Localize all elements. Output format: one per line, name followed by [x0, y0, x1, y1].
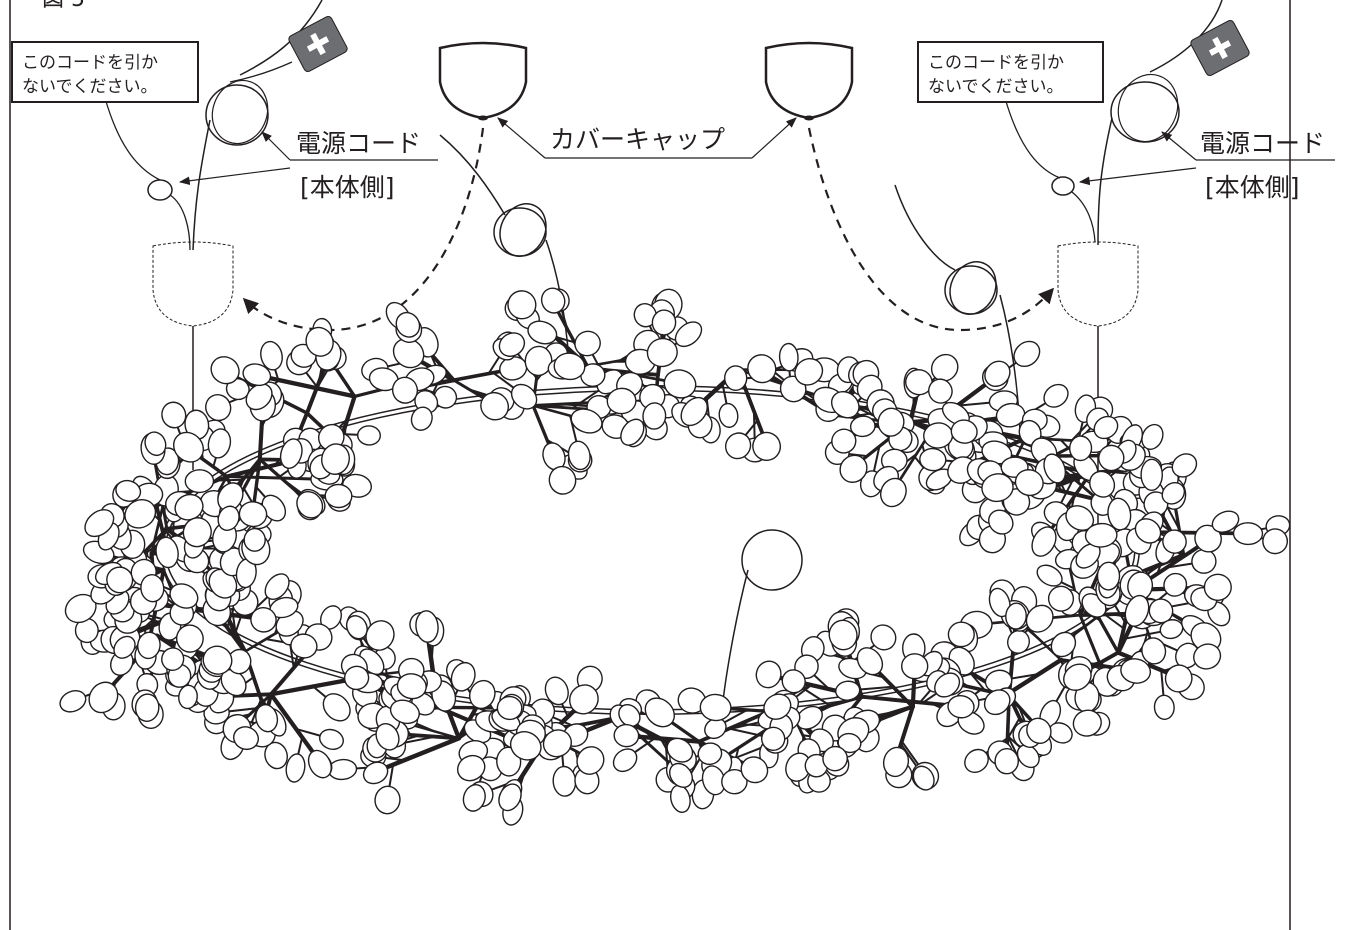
warning-right-line1: このコードを引か — [928, 53, 1064, 73]
warning-left-line1: このコードを引か — [22, 53, 158, 73]
body-side-label-right: [本体側] — [1205, 173, 1300, 202]
cover-caps-group: カバーキャップ — [242, 41, 1055, 332]
canopy-placeholder-right — [1057, 241, 1139, 327]
right-suspension-group: このコードを引か ないでください。 電源コード [本体側] — [917, 0, 1335, 560]
plus-tag-icon — [288, 15, 348, 73]
left-suspension-group: このコードを引か ないでください。 電源コード [本体側] — [11, 0, 438, 470]
warning-box-right — [917, 41, 1104, 103]
chandelier-illustration — [59, 287, 1291, 826]
power-cord-label-left: 電源コード — [296, 129, 421, 158]
body-side-label-left: [本体側] — [300, 173, 395, 202]
power-cord-label-right: 電源コード — [1200, 129, 1325, 158]
cover-cap-label: カバーキャップ — [550, 125, 725, 154]
warning-left-line2: ないでください。 — [22, 77, 158, 97]
warning-box-left — [11, 41, 199, 103]
warning-right-line2: ないでください。 — [928, 77, 1064, 97]
cover-cap-right — [764, 41, 854, 120]
plus-tag-icon — [1190, 19, 1250, 77]
figure-label: 図 5 — [42, 0, 85, 12]
cover-cap-left — [438, 41, 528, 120]
canopy-placeholder-left — [152, 241, 234, 327]
